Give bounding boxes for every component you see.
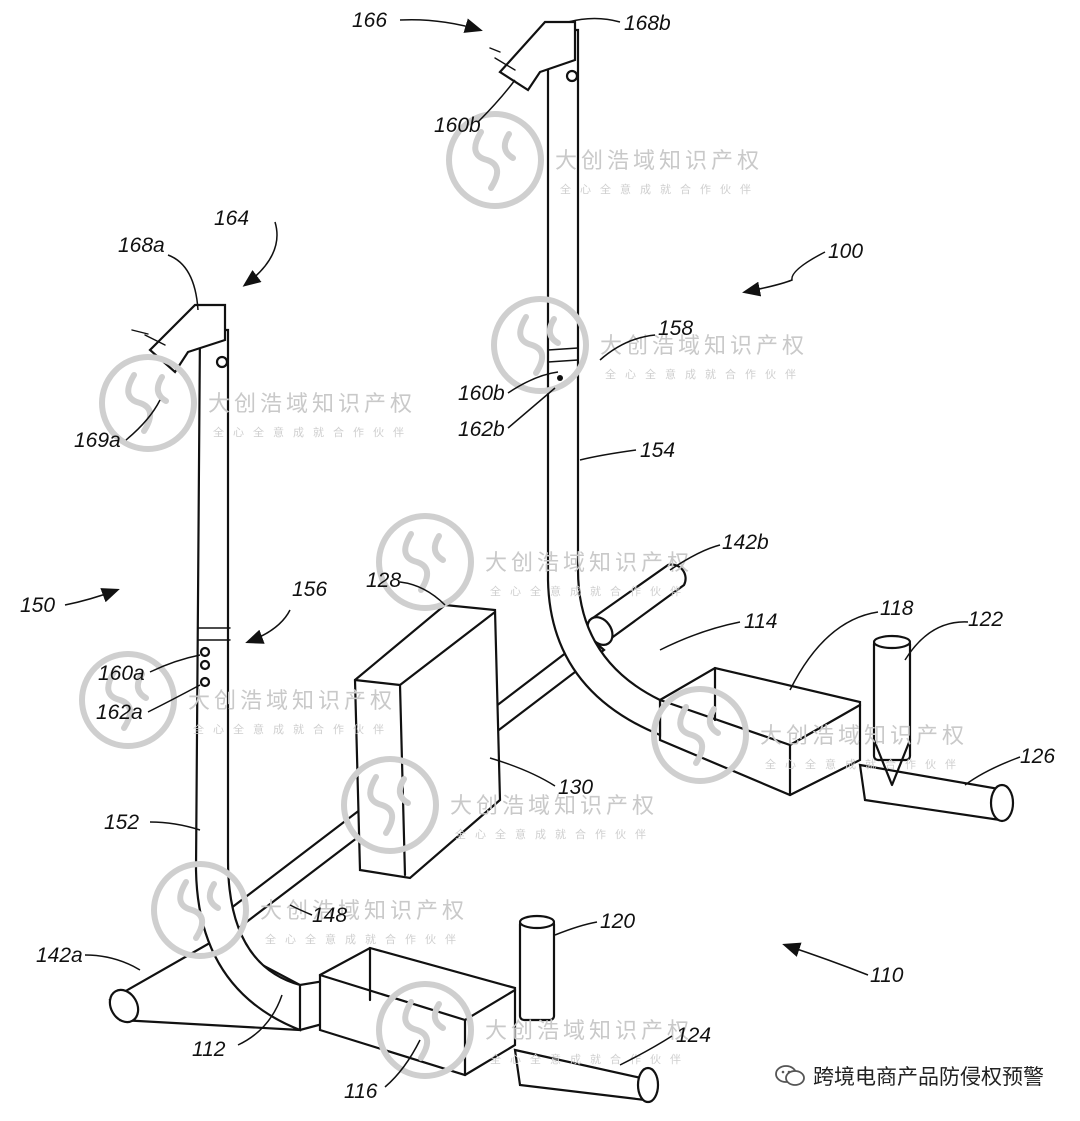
leader-lines <box>64 17 1021 1088</box>
label-152: 152 <box>104 811 139 834</box>
watermark-subtext: 全心全意成就合作伙伴 <box>265 932 465 946</box>
label-160a: 160a <box>98 662 145 685</box>
clamp-164 <box>148 303 227 374</box>
watermark-text: 大创浩域知识产权 <box>760 724 968 749</box>
watermark-logo <box>151 861 249 959</box>
bar-142b <box>588 563 687 644</box>
label-128: 128 <box>366 569 401 592</box>
label-100: 100 <box>828 240 863 263</box>
watermark-subtext: 全心全意成就合作伙伴 <box>560 182 760 196</box>
label-126: 126 <box>1020 745 1055 768</box>
label-158: 158 <box>658 317 693 340</box>
watermark-subtext: 全心全意成就合作伙伴 <box>213 425 413 439</box>
watermark-text: 大创浩域知识产权 <box>555 149 763 174</box>
watermark-logo <box>341 756 439 854</box>
watermark-text: 大创浩域知识产权 <box>450 794 658 819</box>
watermark-logo <box>491 296 589 394</box>
label-142a: 142a <box>36 944 83 967</box>
label-168a: 168a <box>118 234 165 257</box>
watermark-logo <box>79 651 177 749</box>
watermark-text: 大创浩域知识产权 <box>600 334 808 359</box>
watermark-text: 大创浩域知识产权 <box>208 392 416 417</box>
label-120: 120 <box>600 910 635 933</box>
label-110: 110 <box>870 964 904 987</box>
label-142b: 142b <box>722 531 769 554</box>
label-150: 150 <box>20 594 55 617</box>
watermark-subtext: 全心全意成就合作伙伴 <box>490 584 690 598</box>
watermark-text: 大创浩域知识产权 <box>485 1019 693 1044</box>
wechat-icon <box>775 1064 805 1088</box>
watermark-subtext: 全心全意成就合作伙伴 <box>455 827 655 841</box>
label-122: 122 <box>968 608 1003 631</box>
watermark-text: 大创浩域知识产权 <box>260 899 468 924</box>
watermark-logo <box>99 354 197 452</box>
label-162b: 162b <box>458 418 505 441</box>
label-114: 114 <box>744 610 777 633</box>
label-154: 154 <box>640 439 675 462</box>
watermark-text: 大创浩域知识产权 <box>485 551 693 576</box>
watermark-text: 大创浩域知识产权 <box>188 689 396 714</box>
label-116: 116 <box>344 1080 378 1103</box>
watermark-logo <box>651 686 749 784</box>
watermark-subtext: 全心全意成就合作伙伴 <box>605 367 805 381</box>
watermark-subtext: 全心全意成就合作伙伴 <box>765 757 965 771</box>
watermarks: 大创浩域知识产权 全心全意成就合作伙伴 大创浩域知识产权 全心全意成就合作伙伴 … <box>79 111 968 1079</box>
footer-brand: 跨境电商产品防侵权预警 <box>775 1061 1044 1091</box>
reference-labels: 166 168b 160b 164 168a 100 158 160b 162b… <box>20 9 1055 1103</box>
footer-text: 跨境电商产品防侵权预警 <box>813 1065 1044 1089</box>
pad-116 <box>318 946 517 1077</box>
label-112: 112 <box>192 1038 226 1061</box>
label-169a: 169a <box>74 429 121 452</box>
label-118: 118 <box>880 597 914 620</box>
label-130: 130 <box>558 776 593 799</box>
watermark-logo <box>446 111 544 209</box>
clamp-166 <box>498 20 577 92</box>
label-166: 166 <box>352 9 387 32</box>
label-124: 124 <box>676 1024 711 1047</box>
watermark-subtext: 全心全意成就合作伙伴 <box>193 722 393 736</box>
label-168b: 168b <box>624 12 671 35</box>
peg-120 <box>518 918 556 1022</box>
post-152 <box>194 328 302 1032</box>
label-160b: 160b <box>458 382 505 405</box>
label-164: 164 <box>214 207 249 230</box>
label-162a: 162a <box>96 701 143 724</box>
label-148: 148 <box>312 904 347 927</box>
label-160b-top: 160b <box>434 114 481 137</box>
watermark-subtext: 全心全意成就合作伙伴 <box>490 1052 690 1066</box>
watermark-logo <box>376 513 474 611</box>
label-156: 156 <box>292 578 327 601</box>
watermark-logo <box>376 981 474 1079</box>
